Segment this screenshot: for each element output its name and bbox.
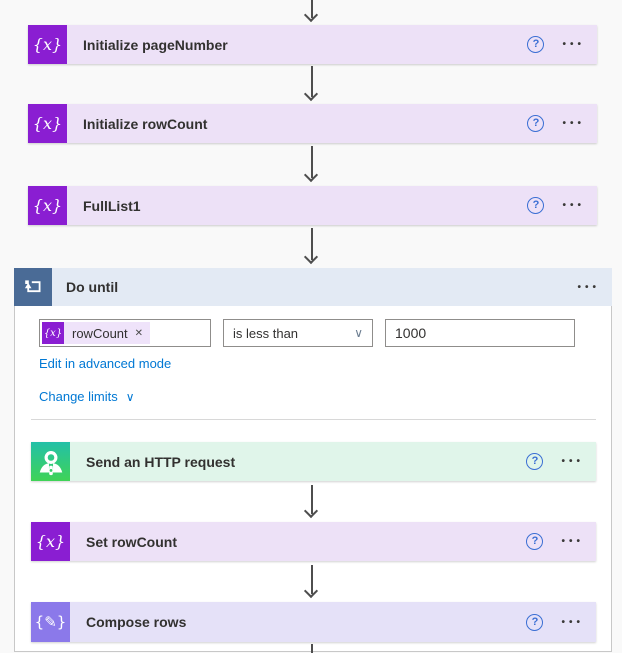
action-title: FullList1	[83, 197, 141, 214]
flow-arrow	[303, 228, 320, 265]
help-icon[interactable]: ?	[527, 115, 545, 132]
action-card-initialize-rowcount[interactable]: {x} Initialize rowCount ? •••	[28, 104, 597, 143]
flow-arrow-shaft	[311, 565, 313, 594]
ellipsis-menu-icon[interactable]: •••	[562, 39, 585, 50]
flow-arrow-shaft	[311, 644, 313, 653]
chevron-down-icon: ∨	[354, 326, 363, 340]
flow-arrow-shaft	[311, 146, 313, 178]
action-title: Initialize rowCount	[83, 115, 208, 132]
limit-input[interactable]	[386, 320, 574, 346]
scope-divider	[31, 419, 596, 420]
flow-arrow-shaft	[311, 228, 313, 260]
chevron-down-icon: ∨	[125, 389, 135, 404]
action-title: Initialize pageNumber	[83, 36, 228, 53]
ellipsis-menu-icon[interactable]: •••	[577, 281, 600, 293]
arrow-down-icon	[303, 503, 319, 519]
flow-arrow	[303, 0, 320, 23]
edit-advanced-mode-label: Edit in advanced mode	[39, 356, 172, 371]
action-card-send-http-request[interactable]: Send an HTTP request ? •••	[31, 442, 596, 481]
arrow-down-icon	[303, 583, 319, 599]
condition-value-field[interactable]: {x} rowCount ✕	[39, 319, 211, 347]
rowcount-token-chip[interactable]: {x} rowCount ✕	[42, 322, 151, 344]
help-icon[interactable]: ?	[527, 197, 545, 214]
action-title: Compose rows	[86, 614, 187, 630]
do-until-loop-glyph	[24, 280, 41, 293]
help-icon[interactable]: ?	[526, 613, 544, 631]
do-until-scope: Do until ••• {x} rowCount ✕ is less than…	[14, 268, 612, 653]
office365-groups-connector-icon	[31, 442, 70, 481]
flow-arrow-shaft	[311, 485, 313, 514]
flow-arrow	[303, 146, 320, 183]
action-title: Set rowCount	[86, 533, 177, 550]
do-until-loop-icon	[14, 268, 52, 306]
action-card-initialize-pagenumber[interactable]: {x} Initialize pageNumber ? •••	[28, 25, 597, 64]
edit-advanced-mode-link[interactable]: Edit in advanced mode	[39, 356, 171, 371]
remove-token-icon[interactable]: ✕	[134, 327, 144, 339]
ellipsis-menu-icon[interactable]: •••	[561, 456, 584, 467]
flow-arrow-shaft	[311, 0, 313, 18]
flow-arrow	[303, 565, 320, 599]
operator-value: is less than	[233, 325, 299, 341]
ellipsis-menu-icon[interactable]: •••	[561, 616, 584, 628]
ellipsis-menu-icon[interactable]: •••	[562, 118, 585, 129]
action-title: Send an HTTP request	[86, 453, 236, 470]
change-limits-link[interactable]: Change limits ∨	[39, 389, 135, 404]
help-icon[interactable]: ?	[527, 36, 545, 53]
condition-operator-dropdown[interactable]: is less than ∨	[223, 319, 373, 347]
flow-arrow-shaft	[311, 66, 313, 97]
variable-icon: {x}	[31, 522, 70, 561]
ellipsis-menu-icon[interactable]: •••	[561, 536, 584, 547]
help-icon[interactable]: ?	[526, 533, 544, 550]
token-label: rowCount	[72, 325, 128, 341]
do-until-title: Do until	[66, 279, 119, 295]
help-icon[interactable]: ?	[526, 453, 544, 470]
ellipsis-menu-icon[interactable]: •••	[562, 200, 585, 211]
variable-icon: {x}	[28, 104, 67, 143]
arrow-down-icon	[303, 7, 319, 23]
person-gear-glyph	[39, 450, 62, 475]
action-card-compose-rows[interactable]: {✎} Compose rows ? •••	[31, 602, 596, 642]
arrow-down-icon	[303, 86, 319, 102]
variable-icon: {x}	[28, 186, 67, 225]
condition-limit-field[interactable]	[385, 319, 575, 347]
do-until-header[interactable]: Do until •••	[14, 268, 612, 306]
arrow-down-icon	[303, 167, 319, 183]
action-card-set-rowcount[interactable]: {x} Set rowCount ? •••	[31, 522, 596, 561]
change-limits-label: Change limits	[39, 389, 118, 404]
variable-icon: {x}	[42, 322, 64, 344]
action-card-fulllist1[interactable]: {x} FullList1 ? •••	[28, 186, 597, 225]
flow-arrow	[303, 66, 320, 102]
variable-icon: {x}	[28, 25, 67, 64]
flow-arrow	[303, 485, 320, 519]
arrow-down-icon	[303, 249, 319, 265]
compose-icon: {✎}	[31, 602, 70, 642]
